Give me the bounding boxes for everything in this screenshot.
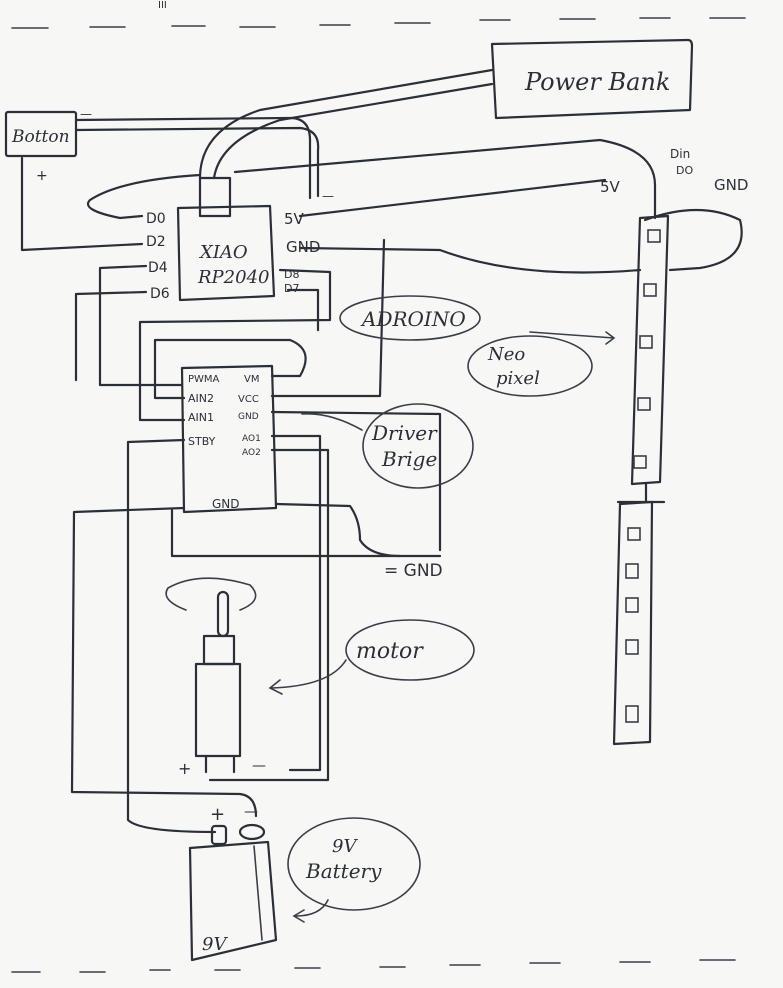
driver-pin-vcc: VCC [238, 394, 259, 405]
strip-pin-5v: 5V [600, 178, 621, 196]
battery-9v: 9V + — [188, 804, 278, 962]
driver-pin-stby: STBY [188, 435, 216, 448]
callout-battery-line1: 9V [332, 836, 358, 857]
motor-driver-board: PWMA AIN2 AIN1 STBY VM VCC GND AO1 AO2 G… [180, 364, 278, 514]
callout-arduino-label: ADROINO [360, 307, 466, 331]
xiao-label-line1: XIAO [198, 242, 248, 263]
arrow-icon [268, 659, 347, 695]
callout-driver-line1: Driver [371, 421, 438, 445]
driver-pin-bottom-gnd: GND [212, 497, 240, 511]
callout-motor: motor [268, 619, 475, 695]
arrow-icon [529, 331, 616, 345]
button-plus: + [36, 168, 48, 184]
button-minus: — [80, 107, 92, 121]
callout-driver: Driver Brige [301, 403, 474, 489]
xiao-pin-d7: D7 [284, 282, 299, 295]
driver-pin-ain2: AIN2 [188, 392, 214, 405]
callout-neopixel-line1: Neo [487, 344, 525, 365]
callout-driver-line2: Brige [381, 447, 437, 471]
xiao-label-line2: RP2040 [197, 267, 269, 288]
callout-battery: 9V Battery [287, 817, 421, 923]
button-component: Botton + — [4, 107, 92, 184]
page-mark: III [158, 0, 167, 11]
button-label: Botton [11, 127, 70, 147]
driver-pin-gnd: GND [238, 412, 259, 422]
driver-pin-vm: VM [244, 374, 259, 385]
battery-plus: + [210, 804, 225, 825]
callout-neopixel: Neo pixel [467, 331, 616, 397]
rotation-arrow-icon [165, 577, 257, 611]
xiao-rp2040-board: XIAO RP2040 D0 D2 D4 D6 5V GND D8 D7 — [146, 176, 334, 302]
wires [20, 68, 743, 834]
callout-battery-line2: Battery [305, 859, 382, 883]
callout-neopixel-line2: pixel [496, 368, 540, 389]
xiao-pin-d2: D2 [146, 234, 166, 250]
driver-pin-ain1: AIN1 [188, 411, 214, 424]
neopixel-strip: 5V Din DO GND [600, 147, 748, 746]
power-bank-label: Power Bank [524, 68, 670, 96]
xiao-pin-d4: D4 [148, 260, 168, 276]
arrow-icon [301, 413, 363, 431]
gnd-legend: = GND [384, 561, 443, 581]
strip-pin-din: Din [670, 147, 690, 161]
motor-plus: + [178, 759, 191, 778]
battery-minus: — [244, 804, 258, 820]
battery-body-label: 9V [202, 934, 228, 955]
callout-motor-label: motor [356, 639, 424, 664]
xiao-minus-mark: — [322, 189, 334, 203]
motor-minus: — [252, 758, 266, 774]
driver-pin-ao1: AO1 [242, 434, 261, 444]
xiao-pin-d0: D0 [146, 211, 166, 227]
xiao-pin-d6: D6 [150, 286, 170, 302]
power-bank: Power Bank [490, 38, 694, 120]
xiao-pin-5v: 5V [284, 210, 305, 228]
dc-motor: + — [165, 577, 266, 778]
arrow-icon [292, 899, 329, 923]
strip-pin-gnd: GND [714, 176, 748, 194]
callout-arduino: ADROINO [339, 295, 481, 341]
led-cells [625, 229, 661, 723]
driver-pin-ao2: AO2 [242, 448, 261, 458]
page-border-dashes [11, 17, 746, 973]
strip-pin-do: DO [676, 164, 693, 177]
driver-pin-pwma: PWMA [188, 374, 220, 385]
